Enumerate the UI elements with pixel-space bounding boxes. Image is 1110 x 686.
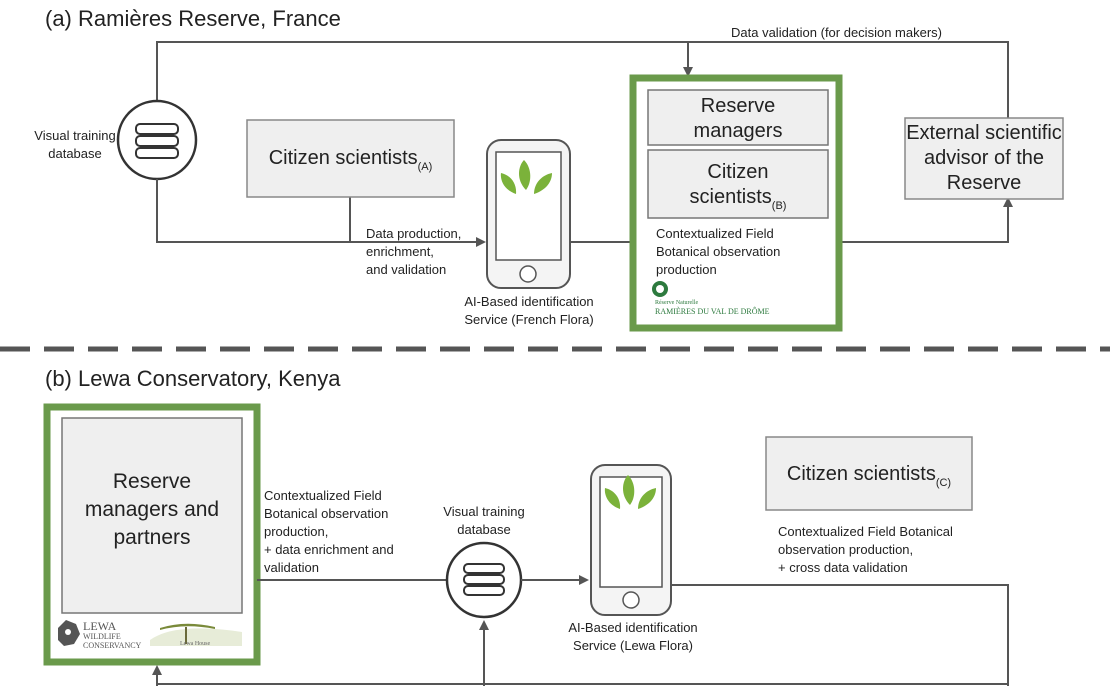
external-advisor-line: Reserve xyxy=(946,172,1022,194)
ai-service-line: Service (Lewa Flora) xyxy=(573,638,693,653)
database-label-line: Visual training xyxy=(34,128,116,143)
data-production-line: and validation xyxy=(366,262,447,277)
lewa-logo-line: LEWA xyxy=(83,619,117,633)
external-advisor-line: advisor of the xyxy=(923,147,1045,169)
lewa-house-logo-icon xyxy=(150,623,242,646)
citizen-scientists-b-line: Citizen xyxy=(707,161,769,183)
contextualized-line: production xyxy=(656,262,717,277)
reserve-managers-box xyxy=(647,89,829,146)
citizen-scientists-c-text: Citizen scientists xyxy=(786,463,936,485)
database-label-line: database xyxy=(48,146,102,161)
leaf-icon xyxy=(604,475,656,509)
database-icon xyxy=(445,541,523,619)
ai-service-label-b: AI-Based identification Service (Lewa Fl… xyxy=(553,619,713,655)
reserve-managers-line: Reserve xyxy=(700,95,776,117)
ramieres-logo-name: RAMIÈRES DU VAL DE DRÔME xyxy=(655,307,770,316)
section-b-title: (b) Lewa Conservatory, Kenya xyxy=(45,366,341,391)
cross-validation-line: observation production, xyxy=(778,542,914,557)
data-production-label: Data production, enrichment, and validat… xyxy=(366,225,461,279)
lewa-logo-line: WILDLIFE xyxy=(83,632,121,641)
reserve-managers-label: Reserve managers xyxy=(648,94,828,144)
reserve-managers-partners-line: managers and xyxy=(84,498,220,521)
reserve-managers-partners-box xyxy=(61,417,243,614)
database-label-b: Visual training database xyxy=(432,503,536,539)
data-production-line: Data production, xyxy=(366,226,462,241)
data-validation-label: Data validation (for decision makers) xyxy=(731,25,942,40)
data-flow-line xyxy=(156,179,486,247)
reserve-managers-partners-line: Reserve xyxy=(112,470,192,493)
citizen-scientists-c-sub: (C) xyxy=(935,477,952,489)
citizen-scientists-a-sub: (A) xyxy=(417,161,433,173)
phone-icon xyxy=(486,139,571,289)
lewa-logo-line: CONSERVANCY xyxy=(83,641,142,650)
contextualized-line: Contextualized Field xyxy=(264,488,382,503)
leaf-icon xyxy=(500,160,552,194)
section-a-title: (a) Ramières Reserve, France xyxy=(45,6,341,31)
contextualized-label-a: Contextualized Field Botanical observati… xyxy=(656,225,780,279)
contextualized-line: + data enrichment and xyxy=(264,542,394,557)
cross-validation-label: Contextualized Field Botanical observati… xyxy=(778,523,953,577)
reserve-managers-partners-label: Reserve managers and partners xyxy=(62,468,242,552)
contextualized-label-b: Contextualized Field Botanical observati… xyxy=(264,487,394,577)
database-label-line: database xyxy=(457,522,511,537)
ai-service-line: AI-Based identification xyxy=(464,294,594,309)
ramieres-logo-icon xyxy=(652,281,668,297)
citizen-scientists-b-line: scientists xyxy=(689,186,772,208)
ai-service-line: Service (French Flora) xyxy=(464,312,594,327)
contextualized-line: validation xyxy=(264,560,319,575)
citizen-scientists-c-label: Citizen scientists(C) xyxy=(766,462,972,496)
feedback-loop-line xyxy=(671,584,1009,686)
lewa-wildlife-logo: LEWA WILDLIFE CONSERVANCY xyxy=(83,620,141,650)
reserve-managers-line: managers xyxy=(693,120,783,142)
database-label: Visual training database xyxy=(26,127,124,163)
cross-validation-line: + cross data validation xyxy=(778,560,908,575)
citizen-scientists-c-box xyxy=(765,436,973,511)
external-advisor-line: External scientific xyxy=(906,122,1062,144)
contextualized-line: Contextualized Field xyxy=(656,226,774,241)
database-label-line: Visual training xyxy=(443,504,525,519)
contextualized-line: production, xyxy=(264,524,329,539)
cross-validation-line: Contextualized Field Botanical xyxy=(778,524,953,539)
ramieres-logo: Réserve Naturelle RAMIÈRES DU VAL DE DRÔ… xyxy=(655,300,770,317)
ai-service-label-a: AI-Based identification Service (French … xyxy=(448,293,610,329)
contextualized-line: Botanical observation xyxy=(264,506,389,521)
citizen-scientists-a-box xyxy=(246,119,455,198)
citizen-scientists-b-label: Citizen scientists(B) xyxy=(648,160,828,219)
citizen-scientists-b-box xyxy=(647,149,829,219)
validation-loop-line xyxy=(156,41,1009,120)
lewa-wildlife-logo-icon xyxy=(58,620,80,646)
ramieres-logo-small: Réserve Naturelle xyxy=(655,300,699,306)
external-advisor-box xyxy=(904,117,1064,200)
citizen-scientists-a-label: Citizen scientists(A) xyxy=(247,146,454,180)
lewa-house-logo: Lewa House xyxy=(180,641,211,647)
contextualized-line: Botanical observation xyxy=(656,244,781,259)
citizen-scientists-b-sub: (B) xyxy=(771,200,787,212)
database-icon xyxy=(116,99,198,181)
citizen-scientists-a-text: Citizen scientists xyxy=(268,147,418,169)
data-production-line: enrichment, xyxy=(366,244,434,259)
external-advisor-label: External scientific advisor of the Reser… xyxy=(905,121,1063,196)
reserve-managers-partners-line: partners xyxy=(113,526,191,549)
ai-service-line: AI-Based identification xyxy=(568,620,698,635)
